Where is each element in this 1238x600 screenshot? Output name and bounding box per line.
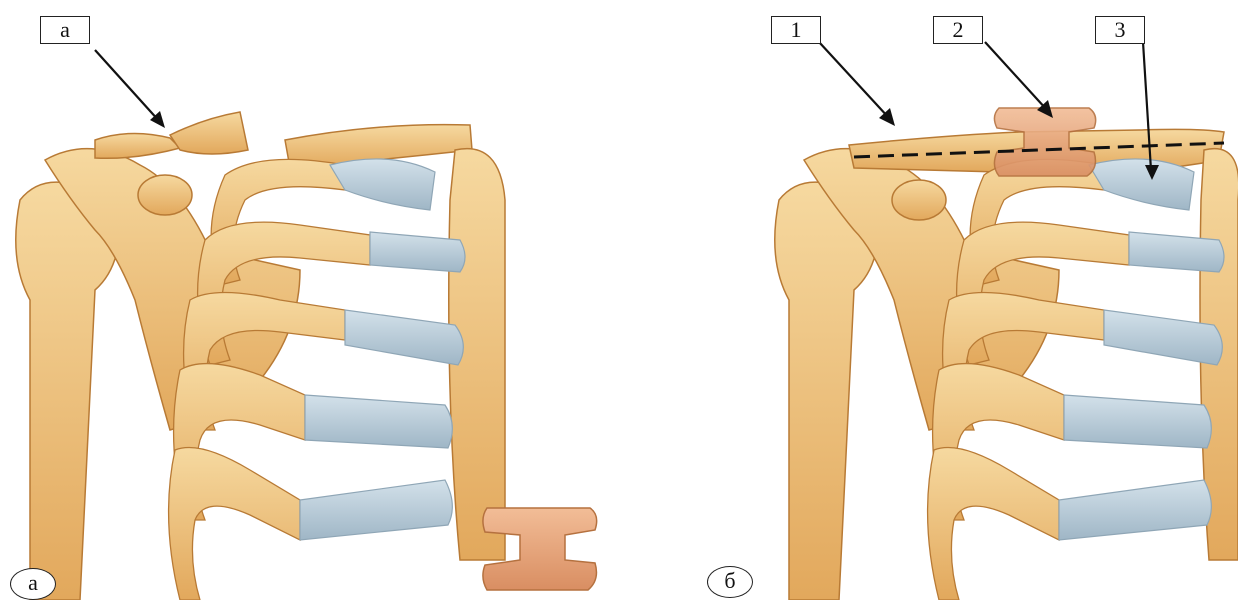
callout-1-label: 1 bbox=[771, 16, 821, 44]
clavicle-fragment-lateral bbox=[95, 133, 180, 158]
panel-a: а а bbox=[0, 0, 619, 600]
costal-cartilages bbox=[300, 159, 465, 540]
costal-cartilages bbox=[1059, 159, 1224, 540]
panel-b: 1 2 3 б bbox=[619, 0, 1238, 600]
caption-a: а bbox=[10, 568, 56, 600]
coracoid-process bbox=[138, 175, 192, 215]
shoulder-skeleton-illustration-a bbox=[0, 0, 619, 600]
clavicle-fragment-medial bbox=[170, 112, 248, 154]
callout-2-label: 2 bbox=[933, 16, 983, 44]
humerus bbox=[16, 182, 120, 600]
caption-b: б bbox=[707, 566, 753, 598]
callout-1-arrow bbox=[819, 42, 889, 118]
coracoid-process bbox=[892, 180, 946, 220]
humerus bbox=[775, 182, 879, 600]
shoulder-skeleton-illustration-b bbox=[619, 0, 1238, 600]
callout-3-label: 3 bbox=[1095, 16, 1145, 44]
callout-a-label: а bbox=[40, 16, 90, 44]
callout-2-arrow bbox=[985, 42, 1047, 110]
callout-a-arrow bbox=[95, 50, 160, 122]
rib-cage bbox=[928, 159, 1189, 600]
rib-cage bbox=[169, 159, 430, 600]
